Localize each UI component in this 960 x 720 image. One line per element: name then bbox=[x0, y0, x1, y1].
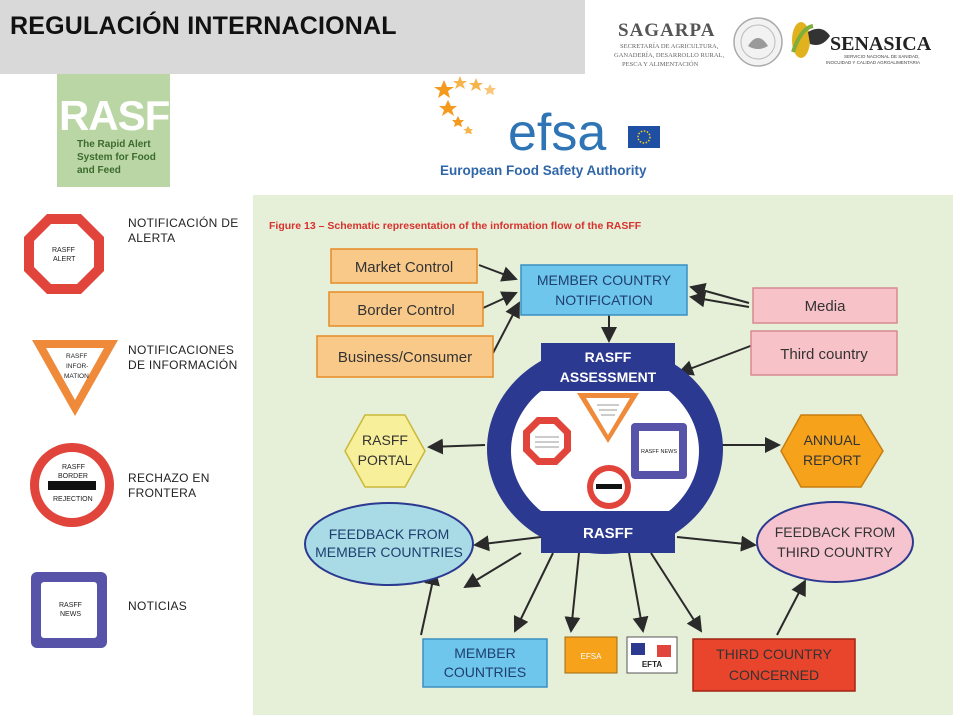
portal-line-2: PORTAL bbox=[358, 452, 413, 468]
feedback-members-line-1: FEEDBACK FROM bbox=[329, 526, 450, 542]
third-concerned-line-2: CONCERNED bbox=[729, 667, 819, 683]
rasff-assessment-box: RASFF ASSESSMENT bbox=[541, 343, 675, 391]
info-icon-line-1: RASFF bbox=[66, 353, 87, 360]
rasff-logo-subtitle: The Rapid Alert System for Food and Feed bbox=[77, 139, 156, 176]
information-triangle-icon: RASFF INFOR- MATION bbox=[32, 340, 118, 416]
efta-badge-label: EFTA bbox=[642, 660, 663, 669]
sagarpa-logo: SAGARPA SECRETARÍA DE AGRICULTURA, GANAD… bbox=[614, 20, 725, 68]
border-icon-line-2: BORDER bbox=[58, 473, 88, 480]
input-border-control-label: Border Control bbox=[357, 302, 455, 319]
annual-report-hexagon: ANNUAL REPORT bbox=[780, 414, 884, 488]
feedback-third-country-ellipse: FEEDBACK FROM THIRD COUNTRY bbox=[756, 501, 914, 583]
efsa-stars-icon bbox=[434, 76, 496, 134]
source-media-label: Media bbox=[805, 298, 847, 315]
news-icon-line-2: NEWS bbox=[60, 611, 81, 618]
alert-octagon-icon: RASFF ALERT bbox=[24, 214, 104, 294]
annual-report-line-2: REPORT bbox=[803, 452, 862, 468]
member-countries-line-1: MEMBER bbox=[454, 645, 515, 661]
rasff-logo: RASFF The Rapid Alert System for Food an… bbox=[57, 74, 195, 187]
rasff-portal-hexagon: RASFF PORTAL bbox=[344, 414, 426, 488]
alert-icon-line-1: RASFF bbox=[52, 247, 75, 254]
rasff-flow-diagram: Figure 13 – Schematic representation of … bbox=[253, 195, 953, 715]
news-square-icon: RASFF NEWS bbox=[31, 572, 107, 648]
legend-label-information: NOTIFICACIONES DE INFORMACIÓN bbox=[128, 343, 238, 372]
senasica-sub-1: SERVICIO NACIONAL DE SANIDAD, bbox=[844, 54, 920, 59]
border-icon-line-1: RASFF bbox=[62, 464, 85, 471]
efsa-subtitle: European Food Safety Authority bbox=[440, 163, 647, 178]
senasica-name: SENASICA bbox=[830, 33, 932, 55]
portal-line-1: RASFF bbox=[362, 432, 408, 448]
efsa-name: efsa bbox=[508, 104, 606, 162]
sagarpa-sub-2: GANADERÍA, DESARROLLO RURAL, bbox=[614, 51, 725, 59]
legend-label-border-rejection: RECHAZO EN FRONTERA bbox=[128, 471, 210, 500]
member-country-notification-box: MEMBER COUNTRY NOTIFICATION bbox=[520, 264, 688, 316]
mini-news-icon: RASFF NEWS bbox=[631, 423, 687, 479]
mexico-seal-icon bbox=[733, 17, 783, 67]
notification-line-2: NOTIFICATION bbox=[555, 292, 653, 308]
corn-cow-icon bbox=[791, 22, 830, 58]
alert-icon-line-2: ALERT bbox=[53, 256, 76, 263]
feedback-third-line-1: FEEDBACK FROM bbox=[775, 524, 896, 540]
legend-label-news: NOTICIAS bbox=[128, 599, 188, 613]
rasff-hub-box: RASFF bbox=[541, 511, 675, 553]
input-business-consumer-label: Business/Consumer bbox=[338, 349, 472, 366]
sagarpa-name: SAGARPA bbox=[618, 20, 715, 41]
sagarpa-sub-3: PESCA Y ALIMENTACIÓN bbox=[622, 60, 699, 68]
info-icon-line-2: INFOR- bbox=[66, 363, 88, 370]
figure-title: Figure 13 – Schematic representation of … bbox=[269, 220, 642, 232]
mini-alert-icon bbox=[523, 417, 571, 465]
input-box-border-control: Border Control bbox=[328, 291, 484, 327]
title-bar: REGULACIÓN INTERNACIONAL bbox=[0, 0, 585, 74]
border-icon-line-3: REJECTION bbox=[53, 496, 93, 503]
efsa-logo: efsa European Food Safety Authority bbox=[430, 72, 690, 184]
notification-line-1: MEMBER COUNTRY bbox=[537, 272, 672, 288]
source-third-country-label: Third country bbox=[780, 346, 868, 363]
input-box-business-consumer: Business/Consumer bbox=[316, 335, 494, 378]
mini-information-icon bbox=[577, 393, 639, 443]
input-market-control-label: Market Control bbox=[355, 259, 453, 276]
third-country-concerned-box: THIRD COUNTRY CONCERNED bbox=[692, 638, 856, 692]
info-icon-line-3: MATION bbox=[64, 373, 89, 380]
rasff-logo-name: RASFF bbox=[59, 92, 195, 139]
senasica-logo: SENASICA SERVICIO NACIONAL DE SANIDAD, I… bbox=[791, 22, 932, 65]
annual-report-line-1: ANNUAL bbox=[804, 432, 861, 448]
member-countries-line-2: COUNTRIES bbox=[444, 664, 526, 680]
source-box-media: Media bbox=[752, 287, 898, 324]
legend-label-alert: NOTIFICACIÓN DE ALERTA bbox=[128, 216, 239, 245]
third-concerned-line-1: THIRD COUNTRY bbox=[716, 646, 832, 662]
feedback-members-line-2: MEMBER COUNTRIES bbox=[315, 544, 463, 560]
senasica-sub-2: INOCUIDAD Y CALIDAD AGROALIMENTARIA bbox=[826, 60, 920, 65]
sagarpa-sub-1: SECRETARÍA DE AGRICULTURA, bbox=[620, 42, 719, 50]
government-logos: SAGARPA SECRETARÍA DE AGRICULTURA, GANAD… bbox=[608, 8, 953, 76]
news-icon-line-1: RASFF bbox=[59, 602, 82, 609]
flow-arrows bbox=[420, 264, 806, 636]
efsa-badge: EFSA bbox=[564, 636, 618, 674]
feedback-third-line-2: THIRD COUNTRY bbox=[777, 544, 893, 560]
feedback-member-countries-ellipse: FEEDBACK FROM MEMBER COUNTRIES bbox=[304, 502, 474, 586]
source-box-third-country: Third country bbox=[750, 330, 898, 376]
assessment-line-1: RASFF bbox=[585, 349, 632, 365]
mini-border-rejection-icon bbox=[587, 465, 631, 509]
page-title: REGULACIÓN INTERNACIONAL bbox=[10, 12, 397, 40]
eu-flag-icon bbox=[628, 126, 660, 148]
mini-news-label: RASFF NEWS bbox=[641, 449, 677, 455]
input-box-market-control: Market Control bbox=[330, 248, 478, 284]
member-countries-box: MEMBER COUNTRIES bbox=[422, 638, 548, 688]
efsa-badge-label: EFSA bbox=[581, 652, 603, 661]
efta-badge: EFTA bbox=[626, 636, 678, 674]
hub-label: RASFF bbox=[583, 525, 633, 542]
rasff-assessment-ring bbox=[487, 344, 723, 554]
border-rejection-circle-icon: RASFF BORDER REJECTION bbox=[30, 443, 114, 527]
assessment-line-2: ASSESSMENT bbox=[560, 369, 657, 385]
